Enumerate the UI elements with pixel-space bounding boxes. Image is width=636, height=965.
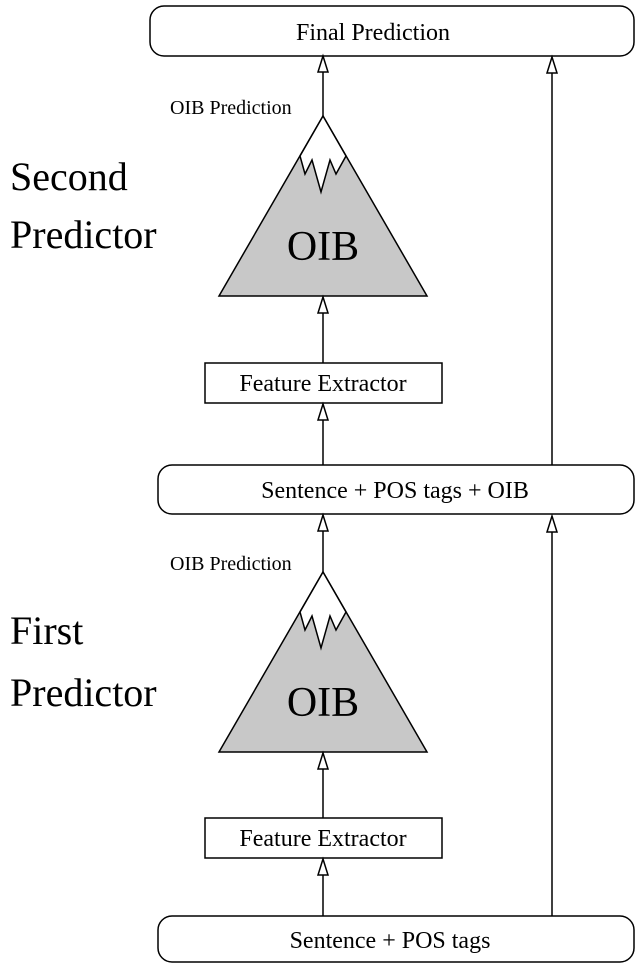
- feature-extractor-bottom-label: Feature Extractor: [239, 826, 406, 852]
- arrowhead-icon: [316, 401, 330, 421]
- edge-bottom-to-mid-bypass: [545, 513, 559, 916]
- second-predictor-stage-label: Second Predictor: [10, 154, 157, 257]
- arrowhead-icon: [545, 54, 559, 74]
- edge-mid-to-fe-top: [316, 401, 330, 465]
- arrowhead-icon: [316, 750, 330, 770]
- final-prediction-node: Final Prediction: [149, 5, 635, 57]
- final-prediction-label: Final Prediction: [296, 20, 450, 46]
- arrowhead-icon: [316, 512, 330, 532]
- edge-oib-top-to-final: [316, 53, 330, 116]
- second-stage-label-line1: Second: [10, 154, 128, 199]
- edge-bottom-to-fe-bottom: [316, 856, 330, 916]
- sentence-pos-node: Sentence + POS tags: [157, 915, 635, 963]
- triangle-cap-icon: [299, 570, 347, 651]
- arrowhead-icon: [316, 53, 330, 73]
- triangle-cap-icon: [299, 114, 347, 195]
- feature-extractor-top-label: Feature Extractor: [239, 371, 406, 397]
- first-stage-label-line1: First: [10, 608, 83, 653]
- oib-model-top: OIB: [217, 114, 429, 297]
- sentence-pos-oib-node: Sentence + POS tags + OIB: [157, 464, 635, 515]
- sentence-pos-oib-label: Sentence + POS tags + OIB: [261, 478, 529, 504]
- oib-model-top-label: OIB: [287, 224, 359, 270]
- sentence-pos-label: Sentence + POS tags: [290, 928, 491, 954]
- first-predictor-stage-label: First Predictor: [10, 608, 157, 715]
- edge-fe-top-to-oib-top: [316, 294, 330, 363]
- edge-oib-bottom-to-mid: [316, 512, 330, 572]
- arrowhead-icon: [316, 856, 330, 876]
- feature-extractor-bottom-node: Feature Extractor: [204, 817, 443, 859]
- oib-model-bottom: OIB: [217, 570, 429, 753]
- second-stage-label-line2: Predictor: [10, 212, 157, 257]
- arrowhead-icon: [316, 294, 330, 314]
- arrowhead-icon: [545, 513, 559, 533]
- feature-extractor-top-node: Feature Extractor: [204, 362, 443, 404]
- oib-prediction-label-top: OIB Prediction: [170, 97, 292, 119]
- edge-fe-bottom-to-oib-bottom: [316, 750, 330, 818]
- oib-model-bottom-label: OIB: [287, 680, 359, 726]
- oib-prediction-label-bottom: OIB Prediction: [170, 553, 292, 575]
- edge-mid-to-final-bypass: [545, 54, 559, 465]
- first-stage-label-line2: Predictor: [10, 670, 157, 715]
